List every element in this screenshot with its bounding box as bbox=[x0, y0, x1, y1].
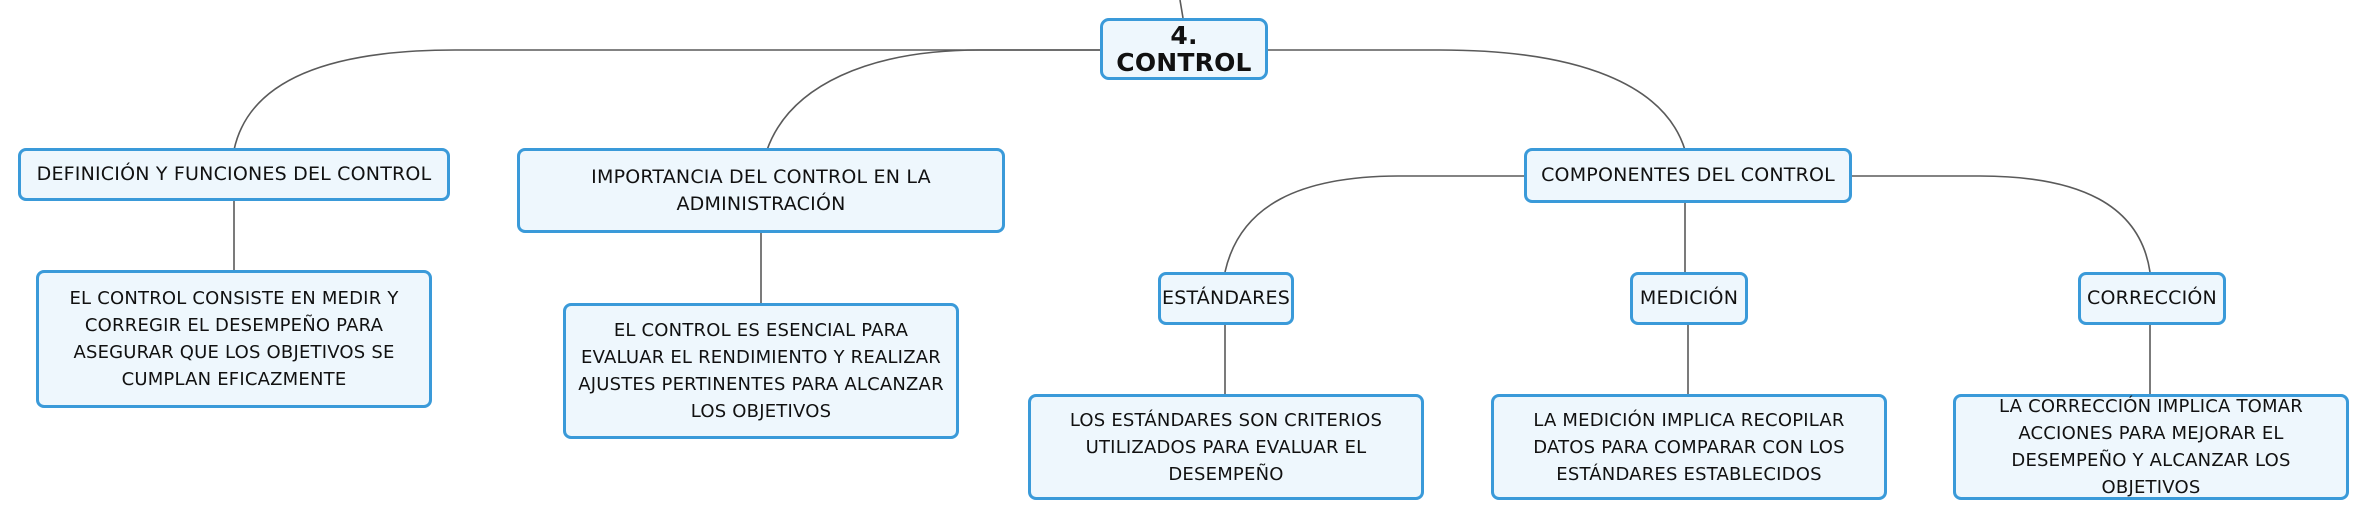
connector-root-componentes bbox=[1265, 49, 1686, 151]
branch-label: DEFINICIÓN Y FUNCIONES DEL CONTROL bbox=[36, 163, 432, 185]
detail-text: EL CONTROL ES ESENCIAL PARA EVALUAR EL R… bbox=[578, 320, 944, 422]
detail-node-importancia[interactable]: EL CONTROL ES ESENCIAL PARA EVALUAR EL R… bbox=[563, 303, 959, 439]
detail-text: LA CORRECCIÓN IMPLICA TOMAR ACCIONES PAR… bbox=[1999, 396, 2303, 498]
detail-text: EL CONTROL CONSISTE EN MEDIR Y CORREGIR … bbox=[69, 288, 399, 390]
root-node[interactable]: 4. CONTROL bbox=[1100, 18, 1268, 80]
detail-node-medicion[interactable]: LA MEDICIÓN IMPLICA RECOPILAR DATOS PARA… bbox=[1491, 394, 1887, 500]
connector-componentes-estandares bbox=[1224, 175, 1525, 273]
subbranch-node-estandares[interactable]: ESTÁNDARES bbox=[1158, 272, 1294, 325]
root-label: 4. CONTROL bbox=[1116, 21, 1252, 77]
branch-node-definicion[interactable]: DEFINICIÓN Y FUNCIONES DEL CONTROL bbox=[18, 148, 450, 201]
connector-componentes-correccion bbox=[1848, 175, 2151, 273]
branch-node-componentes[interactable]: COMPONENTES DEL CONTROL bbox=[1524, 148, 1852, 203]
subbranch-node-medicion[interactable]: MEDICIÓN bbox=[1630, 272, 1748, 325]
branch-label: IMPORTANCIA DEL CONTROL EN LA ADMINISTRA… bbox=[591, 165, 931, 215]
detail-text: LA MEDICIÓN IMPLICA RECOPILAR DATOS PARA… bbox=[1533, 409, 1845, 485]
detail-node-estandares[interactable]: LOS ESTÁNDARES SON CRITERIOS UTILIZADOS … bbox=[1028, 394, 1424, 500]
detail-node-definicion[interactable]: EL CONTROL CONSISTE EN MEDIR Y CORREGIR … bbox=[36, 270, 432, 408]
connector-parent-root bbox=[1179, 0, 1184, 19]
subbranch-label: CORRECCIÓN bbox=[2087, 287, 2217, 309]
subbranch-label: MEDICIÓN bbox=[1639, 287, 1739, 309]
connector-root-importancia bbox=[766, 49, 1100, 151]
subbranch-label: ESTÁNDARES bbox=[1162, 287, 1290, 309]
detail-text: LOS ESTÁNDARES SON CRITERIOS UTILIZADOS … bbox=[1069, 409, 1383, 485]
detail-node-correccion[interactable]: LA CORRECCIÓN IMPLICA TOMAR ACCIONES PAR… bbox=[1953, 394, 2349, 500]
connector-root-definicion bbox=[233, 49, 1100, 151]
branch-node-importancia[interactable]: IMPORTANCIA DEL CONTROL EN LA ADMINISTRA… bbox=[517, 148, 1005, 233]
subbranch-node-correccion[interactable]: CORRECCIÓN bbox=[2078, 272, 2226, 325]
branch-label: COMPONENTES DEL CONTROL bbox=[1541, 164, 1835, 186]
